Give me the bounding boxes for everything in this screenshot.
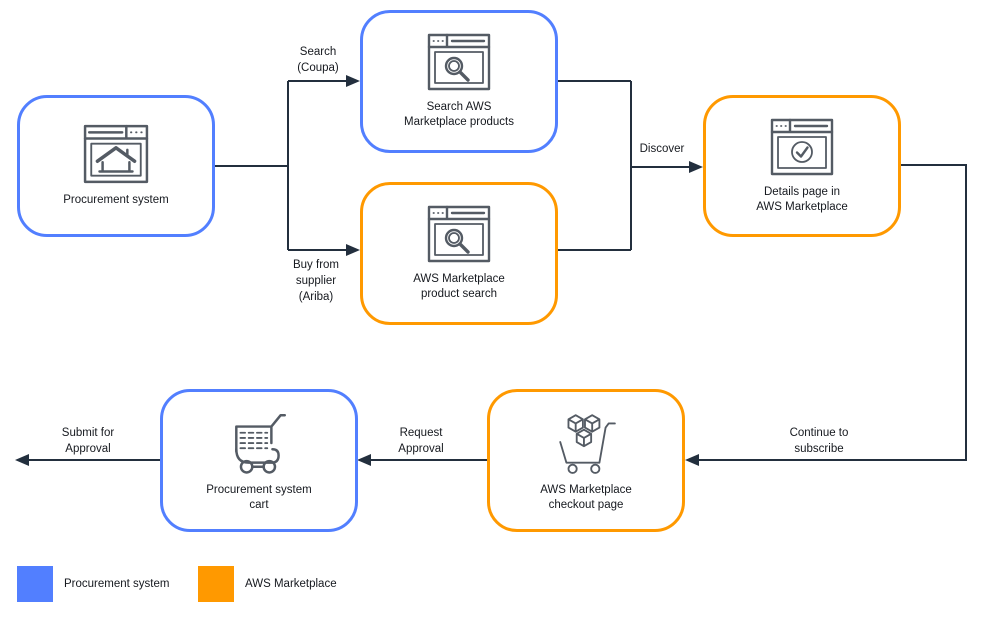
edge-label-line: Search bbox=[299, 46, 337, 58]
node-label-line1: Details page in bbox=[763, 185, 841, 198]
node-label: Search AWS Marketplace products bbox=[404, 100, 514, 130]
arrowhead-buy bbox=[346, 244, 360, 256]
marketplace-cart-icon bbox=[559, 414, 616, 474]
edge-label-line: Continue to bbox=[789, 427, 849, 439]
edge-label-line: (Ariba) bbox=[298, 291, 334, 303]
legend-swatch-marketplace bbox=[198, 566, 234, 602]
node-search-aws-marketplace-products: Search AWS Marketplace products bbox=[360, 10, 558, 153]
legend-item-aws-marketplace: AWS Marketplace bbox=[198, 566, 337, 602]
legend-item-procurement-system: Procurement system bbox=[17, 566, 169, 602]
node-aws-marketplace-checkout-page: AWS Marketplace checkout page bbox=[487, 389, 685, 532]
edge-label-line: (Coupa) bbox=[297, 62, 339, 74]
node-procurement-system: Procurement system bbox=[17, 95, 215, 237]
edge-label-line: Buy from bbox=[292, 259, 339, 271]
edge-label-request-approval: Request Approval bbox=[373, 425, 469, 457]
arrowhead-request bbox=[357, 454, 371, 466]
node-details-page-in-aws-marketplace: Details page in AWS Marketplace bbox=[703, 95, 901, 237]
node-label-line1: Search AWS bbox=[426, 101, 492, 113]
browser-house-icon bbox=[83, 124, 149, 184]
edge-discover-merge bbox=[558, 80, 703, 251]
node-label-line1: AWS Marketplace bbox=[413, 273, 505, 285]
edge-label-line: Approval bbox=[65, 443, 111, 455]
edge-label-line: subscribe bbox=[794, 443, 844, 455]
edge-label-line: supplier bbox=[295, 275, 337, 287]
procurement-cart-icon bbox=[235, 413, 287, 474]
node-label: AWS Marketplace product search bbox=[413, 272, 505, 302]
edge-label-line: Approval bbox=[398, 443, 444, 455]
node-label-line1: AWS Marketplace bbox=[540, 484, 632, 496]
arrowhead-submit bbox=[15, 454, 29, 466]
arrowhead-discover bbox=[689, 161, 703, 173]
arrowhead-subscribe bbox=[685, 454, 699, 466]
legend-label: Procurement system bbox=[64, 578, 170, 590]
legend-label: AWS Marketplace bbox=[245, 578, 337, 590]
browser-search-icon bbox=[427, 205, 491, 263]
edge-label-continue-to-subscribe: Continue to subscribe bbox=[771, 425, 867, 457]
node-label-line2: product search bbox=[420, 288, 498, 300]
node-label-line2: checkout page bbox=[548, 499, 624, 511]
node-label-line2: Marketplace products bbox=[404, 116, 514, 128]
edge-label-line: Request bbox=[399, 427, 443, 439]
node-label: AWS Marketplace checkout page bbox=[540, 483, 632, 513]
arrowhead-search bbox=[346, 75, 360, 87]
browser-search-icon bbox=[427, 33, 491, 91]
node-label: Procurement system bbox=[63, 194, 169, 206]
edge-label-buy-from-supplier: Buy from supplier (Ariba) bbox=[268, 257, 364, 305]
node-label: Details page in AWS Marketplace bbox=[756, 185, 848, 215]
node-label: Procurement system cart bbox=[206, 483, 311, 513]
node-procurement-system-cart: Procurement system cart bbox=[160, 389, 358, 532]
edge-label-discover: Discover bbox=[614, 141, 710, 157]
edge-label-line: Submit for bbox=[61, 427, 115, 439]
edge-label-search-coupa: Search (Coupa) bbox=[270, 44, 366, 76]
node-aws-marketplace-product-search: AWS Marketplace product search bbox=[360, 182, 558, 325]
node-label-line2: cart bbox=[249, 499, 269, 511]
node-label-line1: Procurement system bbox=[206, 484, 312, 496]
edge-label-submit-for-approval: Submit for Approval bbox=[40, 425, 136, 457]
edge-procurement-split bbox=[215, 75, 360, 256]
legend-swatch-procurement bbox=[17, 566, 53, 602]
edge-label-line: Discover bbox=[639, 143, 685, 155]
node-label-line2: AWS Marketplace bbox=[756, 200, 848, 213]
browser-check-icon bbox=[770, 118, 834, 175]
